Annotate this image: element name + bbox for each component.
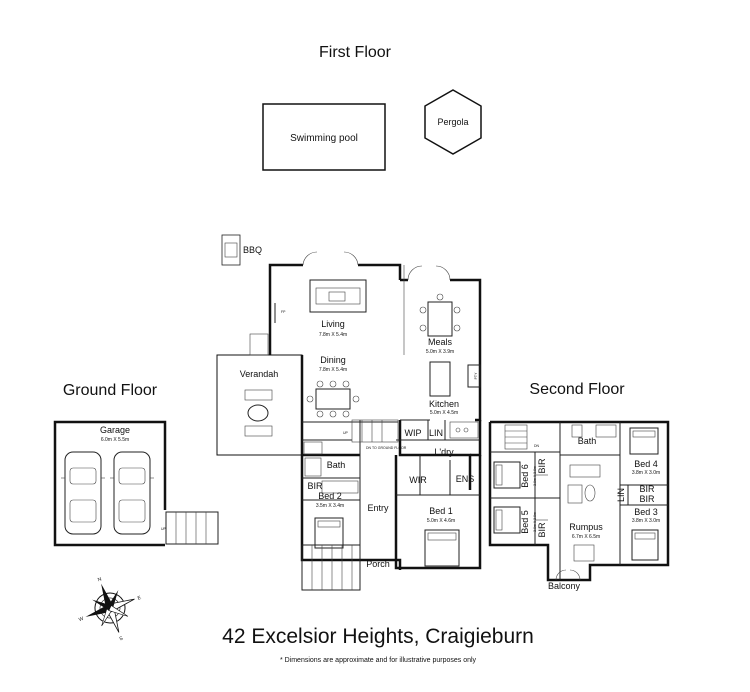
pergola: Pergola [424, 89, 482, 155]
bed3-label: Bed 3 [634, 507, 658, 517]
garage-up-label: UP [161, 527, 167, 531]
pantry-label: PTY [474, 372, 478, 379]
garage-dims: 6.0m X 5.5m [101, 437, 129, 443]
meals-room: Meals 5.0m X 3.9m [407, 265, 461, 355]
compass-s: S [119, 635, 125, 642]
second-bath-label: Bath [578, 436, 597, 446]
second-floor-plan [488, 420, 670, 582]
porch: Porch [301, 544, 390, 591]
car-icon [110, 451, 154, 535]
swimming-pool-label: Swimming pool [290, 133, 358, 144]
living-dims: 7.8m X 5.4m [319, 332, 347, 338]
bed3-bir-label: BIR [639, 494, 655, 504]
verandah-label: Verandah [240, 369, 279, 379]
dining-dims: 7.8m X 5.4m [319, 367, 347, 373]
rumpus-label: Rumpus [569, 522, 603, 532]
ground-floor-heading: Ground Floor [63, 382, 158, 399]
ground-bath: Bath BIR [302, 441, 360, 494]
rumpus: Rumpus 6.7m X 6.5m LIN [567, 464, 626, 562]
bed-1: Bed 1 5.0m X 4.6m [424, 506, 460, 567]
bed1-label: Bed 1 [429, 506, 453, 516]
swimming-pool: Swimming pool [262, 103, 386, 171]
ground-bir-label: BIR [307, 481, 323, 491]
compass-e: E [137, 595, 143, 602]
pergola-label: Pergola [437, 117, 468, 127]
second-lin-label: LIN [616, 488, 626, 502]
garage: Garage 6.0m X 5.5m UP [53, 420, 219, 547]
kitchen-dims: 5.0m X 4.5m [430, 410, 458, 416]
bed5-dims: 3.0m X 3.0m [533, 512, 537, 532]
rumpus-dims: 6.7m X 6.5m [572, 534, 600, 540]
verandah: Verandah [216, 333, 303, 456]
garage-label: Garage [100, 425, 130, 435]
main-house [268, 263, 482, 590]
living-label: Living [321, 319, 345, 329]
bed-4: Bed 4 3.8m X 3.0m [629, 427, 660, 476]
bed3-dims: 3.8m X 3.0m [632, 518, 660, 524]
bed2-dims: 3.5m X 3.4m [316, 503, 344, 509]
bed2-label: Bed 2 [318, 491, 342, 501]
disclaimer: * Dimensions are approximate and for ill… [280, 657, 477, 664]
bed1-dims: 5.0m X 4.6m [427, 518, 455, 524]
first-floor-heading: First Floor [319, 44, 392, 61]
bed-6: Bed 6 3.0m X 3.0m BIR [493, 458, 547, 489]
bed4-bir-label: BIR [639, 484, 655, 494]
balcony: Balcony [548, 569, 581, 591]
bed6-bir-label: BIR [537, 458, 547, 474]
second-floor-stairs: DN [504, 424, 540, 450]
bed-5: Bed 5 3.0m X 3.0m BIR [493, 506, 547, 538]
ground-stairs: UP DN TO GROUND FLOOR [343, 419, 407, 450]
laundry-label: L'dry [434, 447, 454, 457]
fireplace-label: FP [281, 310, 286, 314]
bed5-bir-label: BIR [537, 522, 547, 538]
ground-bath-label: Bath [327, 460, 346, 470]
bbq-label: BBQ [243, 245, 262, 255]
bed5-label: Bed 5 [520, 510, 530, 534]
bed6-dims: 3.0m X 3.0m [533, 466, 537, 486]
bed-2: Bed 2 3.5m X 3.4m [314, 491, 344, 549]
dining-label: Dining [320, 355, 346, 365]
second-floor-heading: Second Floor [529, 381, 625, 398]
ground-lin-label: LIN [429, 428, 443, 438]
compass-n: N [97, 576, 103, 583]
bed4-dims: 3.8m X 3.0m [632, 470, 660, 476]
second-bath: Bath [571, 424, 617, 446]
meals-label: Meals [428, 337, 453, 347]
car-icon [61, 451, 105, 535]
bed-3: Bed 3 3.8m X 3.0m [631, 507, 660, 561]
ens-label: ENS [456, 474, 475, 484]
compass-w: W [78, 616, 85, 623]
property-address: 42 Excelsior Heights, Craigieburn [222, 625, 534, 648]
living-room: Living 7.8m X 5.4m FP [274, 251, 367, 338]
dining-room: Dining 7.8m X 5.4m [306, 355, 360, 418]
compass-rose-icon: N S E W [78, 576, 143, 642]
ground-up-label: UP [343, 431, 349, 435]
wir-label: WIR [409, 475, 427, 485]
balcony-label: Balcony [548, 581, 581, 591]
bed6-label: Bed 6 [520, 464, 530, 488]
kitchen: Kitchen 5.0m X 4.5m PTY [429, 361, 481, 439]
porch-label: Porch [366, 559, 390, 569]
bed4-label: Bed 4 [634, 459, 658, 469]
kitchen-label: Kitchen [429, 399, 459, 409]
wip-label: WIP [405, 428, 422, 438]
meals-dims: 5.0m X 3.9m [426, 349, 454, 355]
second-dn-label: DN [534, 444, 540, 448]
dn-to-ground-label: DN TO GROUND FLOOR [366, 446, 407, 450]
entry-label: Entry [367, 503, 389, 513]
bbq: BBQ [221, 234, 262, 266]
